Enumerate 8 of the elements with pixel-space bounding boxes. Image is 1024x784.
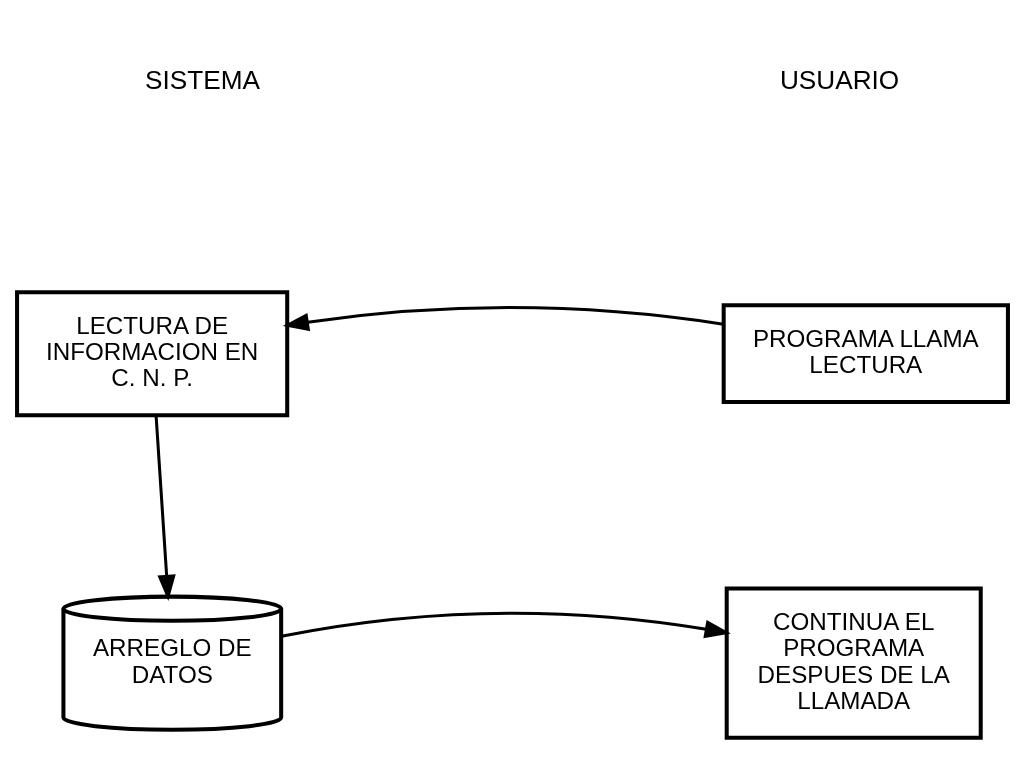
label: USUARIO bbox=[779, 65, 899, 96]
arrow bbox=[154, 415, 176, 601]
arrow bbox=[282, 306, 724, 332]
arrow bbox=[280, 611, 731, 639]
node-box: PROGRAMA LLAMA LECTURA bbox=[721, 303, 1010, 405]
node-box: CONTINUA EL PROGRAMA DESPUES DE LA LLAMADA bbox=[724, 586, 983, 740]
label: SISTEMA bbox=[144, 65, 260, 96]
node-box: LECTURA DE INFORMACION EN C. N. P. bbox=[14, 290, 289, 418]
